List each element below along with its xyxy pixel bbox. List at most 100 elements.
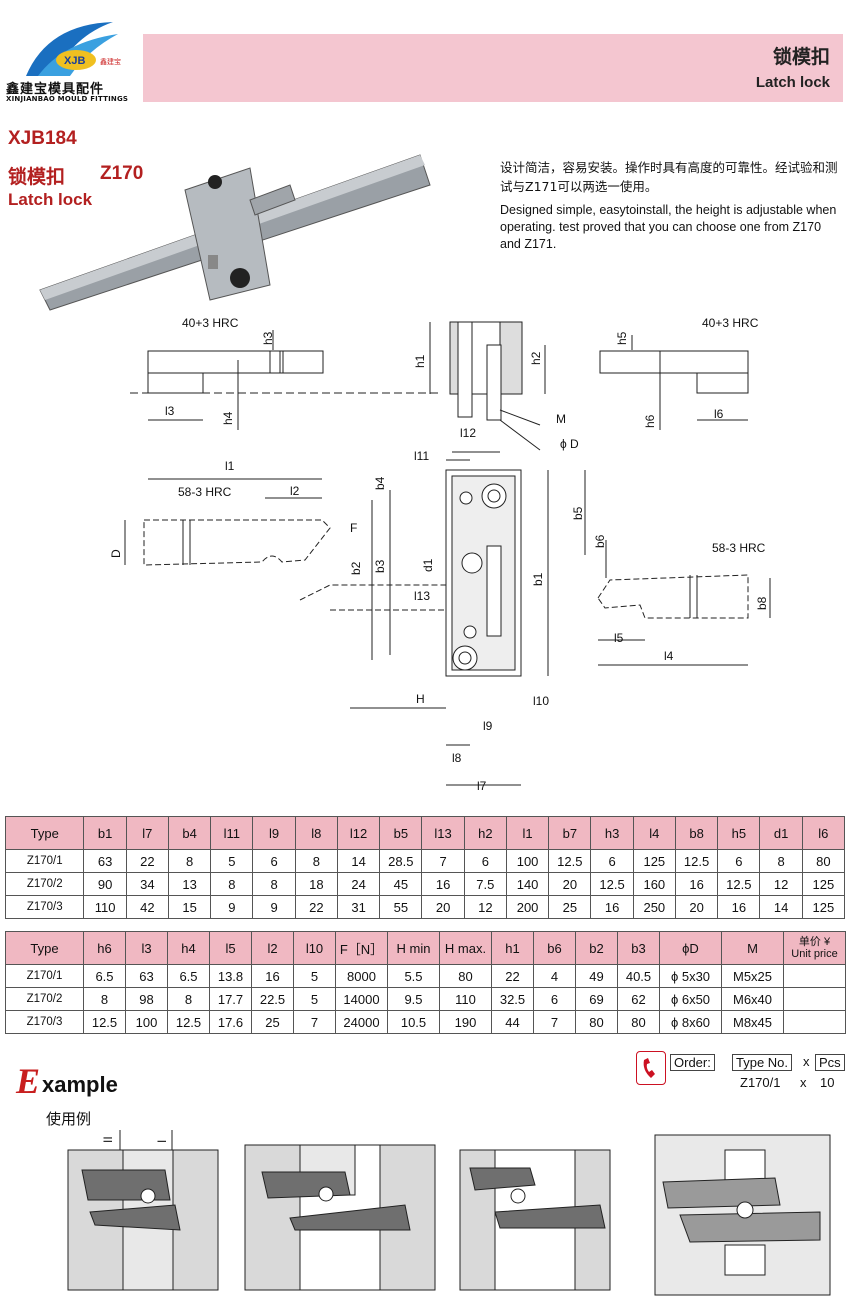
dim-F: F <box>350 521 357 535</box>
dim-l7: l7 <box>477 779 487 793</box>
value-cell: ϕ 6x50 <box>659 987 722 1011</box>
dim-hrc-58-left: 58-3 HRC <box>178 485 232 499</box>
value-cell: 80 <box>801 849 846 873</box>
section-view-center <box>429 321 546 451</box>
value-cell: 5 <box>210 849 254 873</box>
value-cell: 8 <box>83 987 126 1011</box>
value-cell: 62 <box>617 987 660 1011</box>
value-cell: 28.5 <box>379 849 423 873</box>
value-cell: 22 <box>294 895 338 919</box>
column-header: b2 <box>575 931 618 965</box>
value-cell: 34 <box>125 872 169 896</box>
dim-h6: h6 <box>643 414 657 428</box>
value-cell: 15 <box>167 895 212 919</box>
side-view-left <box>130 330 440 430</box>
column-header: b6 <box>533 931 576 965</box>
value-cell: 98 <box>125 987 168 1011</box>
value-cell: 110 <box>83 895 127 919</box>
dim-b1: b1 <box>531 572 545 586</box>
value-cell: 18 <box>294 872 338 896</box>
value-cell: 90 <box>83 872 127 896</box>
value-cell: 7 <box>293 1010 336 1034</box>
value-cell: 45 <box>379 872 423 896</box>
column-header: l1 <box>505 816 550 850</box>
value-cell: 16 <box>674 872 719 896</box>
dim-H: H <box>416 692 425 706</box>
column-header: l3 <box>125 931 168 965</box>
column-header: l9 <box>252 816 296 850</box>
value-cell: 100 <box>505 849 550 873</box>
column-header: ϕD <box>659 931 722 965</box>
dim-hrc-40-right: 40+3 HRC <box>702 316 759 330</box>
column-header: d1 <box>759 816 803 850</box>
usage-example-drawings: II I <box>67 1130 831 1296</box>
dim-b4: b4 <box>373 476 387 490</box>
value-cell: 32.5 <box>491 987 534 1011</box>
column-header: l12 <box>336 816 381 850</box>
column-header: H min <box>387 931 440 965</box>
value-cell: 6 <box>717 849 761 873</box>
value-cell: M8x45 <box>721 1010 784 1034</box>
value-cell: 20 <box>421 895 465 919</box>
value-cell: 25 <box>251 1010 294 1034</box>
column-header: b7 <box>548 816 592 850</box>
value-cell: 12.5 <box>717 872 761 896</box>
body-front-view <box>299 451 607 786</box>
value-cell: 12.5 <box>83 1010 126 1034</box>
value-cell: 63 <box>83 849 127 873</box>
value-cell: 8 <box>759 849 803 873</box>
order-example-type: Z170/1 <box>740 1075 781 1090</box>
column-header: M <box>721 931 784 965</box>
unit-price-cn: 单价 ¥ <box>798 936 831 948</box>
value-cell: M6x40 <box>721 987 784 1011</box>
product-type: Z170 <box>100 163 144 184</box>
value-cell: 12 <box>463 895 507 919</box>
side-view-right <box>599 335 749 430</box>
dim-h5: h5 <box>615 331 629 345</box>
dim-l1: l1 <box>225 459 235 473</box>
dim-b8: b8 <box>755 596 769 610</box>
type-cell: Z170/3 <box>4 895 85 919</box>
column-header: l7 <box>125 816 169 850</box>
value-cell: 9.5 <box>387 987 440 1011</box>
value-cell: 6 <box>533 987 576 1011</box>
value-cell: 250 <box>632 895 676 919</box>
order-example-qty: 10 <box>820 1075 835 1090</box>
value-cell: 6.5 <box>83 964 126 988</box>
value-cell: M5x25 <box>721 964 784 988</box>
dim-h1: h1 <box>413 354 427 368</box>
brand-name-cn: 鑫建宝模具配件 <box>6 82 105 97</box>
value-cell: 25 <box>548 895 592 919</box>
value-cell: 24 <box>336 872 381 896</box>
dim-l3: l3 <box>165 404 175 418</box>
type-cell: Z170/1 <box>4 849 85 873</box>
value-cell: 6 <box>463 849 507 873</box>
column-header: h4 <box>167 931 210 965</box>
column-header: h2 <box>463 816 507 850</box>
spec-table-2: Type h6 l3 h4 l5 l2 l10 F［N］ H min H max… <box>5 931 846 1034</box>
value-cell: 6.5 <box>167 964 210 988</box>
value-cell: 16 <box>590 895 634 919</box>
table-header-row: Type b1 l7 b4 l11 l9 l8 l12 b5 l13 h2 l1… <box>4 816 846 850</box>
order-example-times: x <box>800 1075 807 1090</box>
value-cell: 40.5 <box>617 964 660 988</box>
value-cell: 80 <box>439 964 492 988</box>
product-name-cn: 锁模扣 <box>8 167 66 188</box>
value-cell: 12.5 <box>167 1010 210 1034</box>
value-cell: 5 <box>293 964 336 988</box>
description-en: Designed simple, easytoinstall, the heig… <box>500 203 837 251</box>
value-cell: 17.7 <box>209 987 252 1011</box>
value-cell: 42 <box>125 895 169 919</box>
value-cell: 14000 <box>335 987 388 1011</box>
column-header-unit-price: 单价 ¥Unit price <box>783 931 846 965</box>
value-cell: 125 <box>632 849 676 873</box>
type-cell: Z170/2 <box>4 872 85 896</box>
dim-hrc-58-right: 58-3 HRC <box>712 541 766 555</box>
value-cell: 100 <box>125 1010 168 1034</box>
dim-d1: d1 <box>421 558 435 572</box>
column-header: h1 <box>491 931 534 965</box>
dim-b5: b5 <box>571 506 585 520</box>
